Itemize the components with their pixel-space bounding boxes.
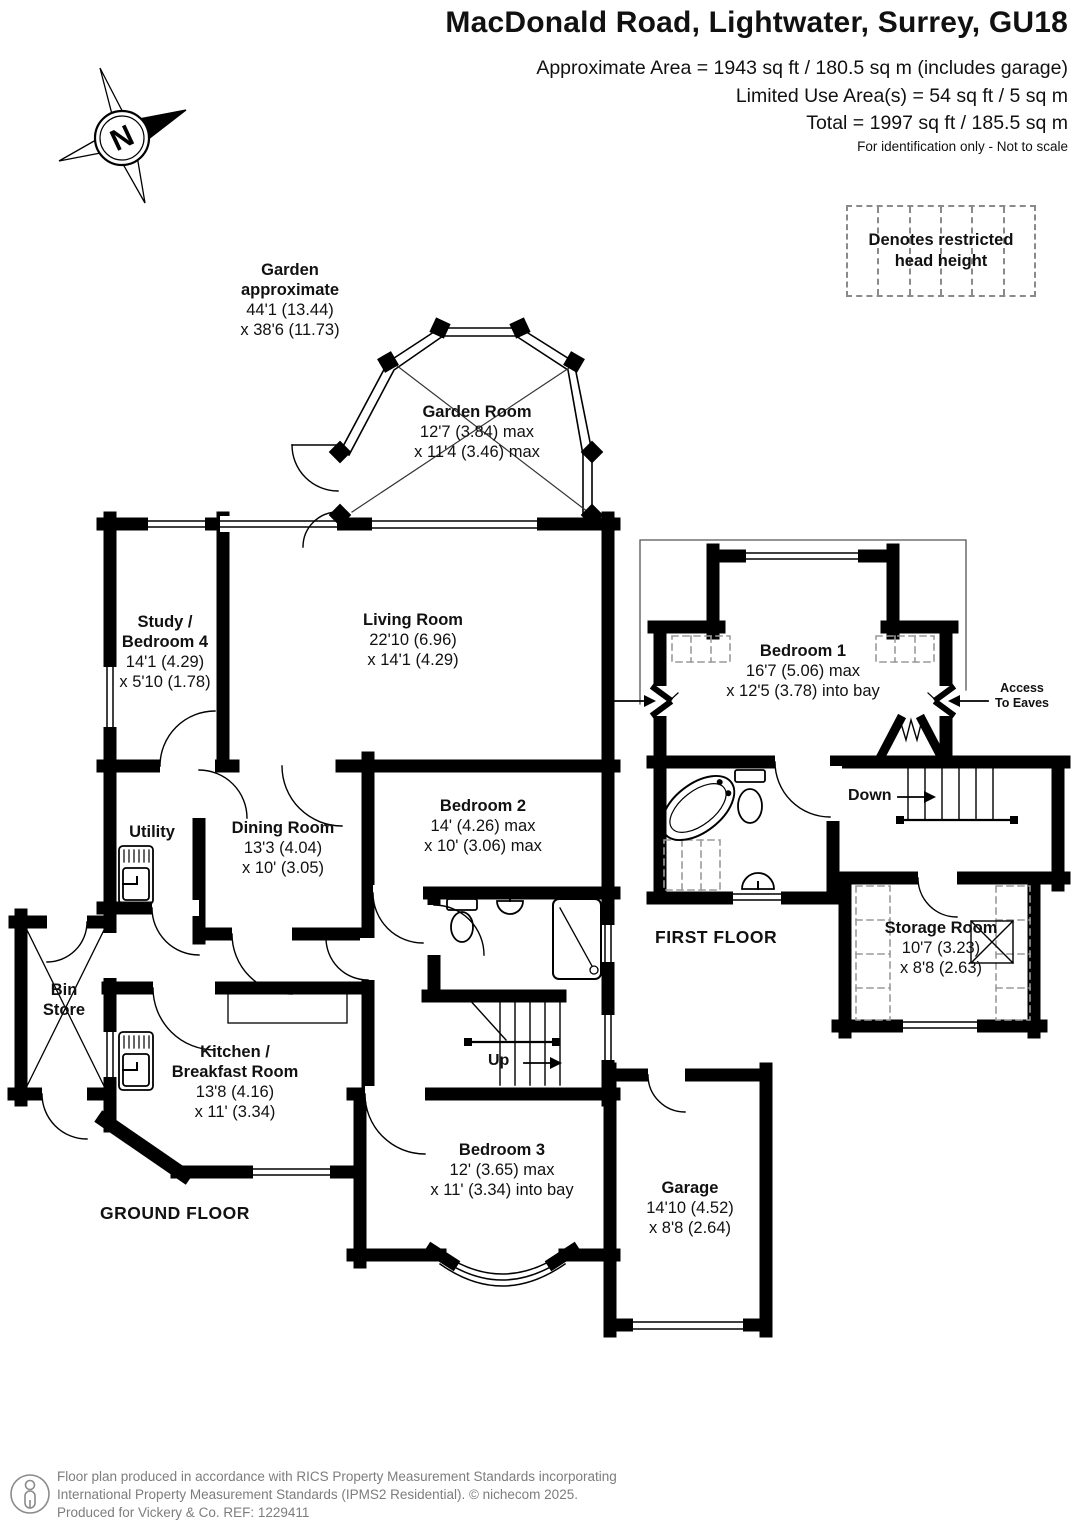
room-label-garden-room: Garden Room 12'7 (3.84) max x 11'4 (3.46…	[414, 403, 540, 461]
bath-icon	[660, 774, 736, 842]
room-label-living-room: Living Room 22'10 (6.96) x 14'1 (4.29)	[363, 611, 463, 669]
room-label-study: Study / Bedroom 4 14'1 (4.29) x 5'10 (1.…	[119, 613, 211, 691]
kitchen-counter	[227, 991, 348, 1024]
footer-line2: International Property Measurement Stand…	[57, 1487, 578, 1502]
stairs-down	[896, 765, 1018, 824]
stairs-up-label: Up	[488, 1052, 510, 1069]
ground-floor-label: GROUND FLOOR	[100, 1203, 250, 1223]
rooflight-icon	[970, 920, 1014, 964]
page-title: MacDonald Road, Lightwater, Surrey, GU18	[445, 6, 1068, 39]
footer-line1: Floor plan produced in accordance with R…	[57, 1469, 617, 1484]
ff-sink-icon	[741, 872, 775, 890]
room-label-bedroom1: Bedroom 1 16'7 (5.06) max x 12'5 (3.78) …	[726, 642, 880, 700]
gf-shower-icon	[552, 898, 602, 980]
footer-text: Floor plan produced in accordance with R…	[57, 1468, 617, 1522]
wardrobe-icon	[871, 713, 951, 769]
gf-sink-icon	[496, 892, 524, 915]
room-label-bin-store: Bin Store	[42, 981, 86, 1019]
room-label-dining-room: Dining Room 13'3 (4.04) x 10' (3.05)	[231, 819, 335, 877]
disclaimer: For identification only - Not to scale	[857, 139, 1068, 154]
legend-line1: Denotes restricted	[868, 231, 1014, 249]
garden-room-bay	[291, 317, 604, 548]
legend-hatch	[848, 207, 1034, 295]
room-label-storage-room: Storage Room 10'7 (3.23) x 8'8 (2.63)	[884, 919, 998, 977]
room-label-bedroom3: Bedroom 3 12' (3.65) max x 11' (3.34) in…	[430, 1141, 574, 1199]
restricted-head-height-zones	[663, 635, 1031, 1021]
area-summary: Approximate Area = 1943 sq ft / 180.5 sq…	[536, 55, 1068, 138]
room-label-utility: Utility	[129, 823, 175, 841]
gf-toilet-icon	[446, 898, 478, 943]
room-label-bedroom2: Bedroom 2 14' (4.26) max x 10' (3.06) ma…	[424, 797, 542, 855]
first-floor-label: FIRST FLOOR	[655, 927, 778, 947]
restricted-head-height-legend: Denotes restricted head height	[846, 205, 1036, 297]
room-label-kitchen: Kitchen / Breakfast Room 13'8 (4.16) x 1…	[171, 1043, 299, 1121]
utility-sink-icon	[118, 845, 154, 905]
ff-toilet-icon	[734, 769, 766, 824]
stairs-down-label: Down	[848, 787, 892, 804]
access-to-eaves-label: Access To Eaves	[995, 681, 1049, 710]
limited-use-area: Limited Use Area(s) = 54 sq ft / 5 sq m	[735, 84, 1068, 107]
stairs-up	[464, 995, 562, 1086]
approximate-area: Approximate Area = 1943 sq ft / 180.5 sq…	[536, 57, 1068, 79]
legend-line2: head height	[894, 252, 988, 270]
room-label-garage: Garage 14'10 (4.52) x 8'8 (2.64)	[646, 1179, 734, 1237]
compass-icon: N	[58, 67, 187, 204]
bin-store-cross	[26, 929, 105, 1087]
bedroom3-bay-window	[423, 1241, 582, 1287]
kitchen-sink-icon	[118, 1031, 154, 1091]
footer-line3: Produced for Vickery & Co. REF: 1229411	[57, 1505, 310, 1520]
first-floor-plan	[609, 539, 1071, 1039]
total-area: Total = 1997 sq ft / 185.5 sq m	[806, 112, 1068, 134]
eaves-arrow-right	[948, 695, 989, 707]
person-scale-icon	[10, 1474, 50, 1514]
eaves-arrow-left	[609, 695, 656, 707]
garden-label: Garden approximate 44'1 (13.44) x 38'6 (…	[240, 261, 340, 339]
ground-floor-plan	[7, 317, 773, 1338]
